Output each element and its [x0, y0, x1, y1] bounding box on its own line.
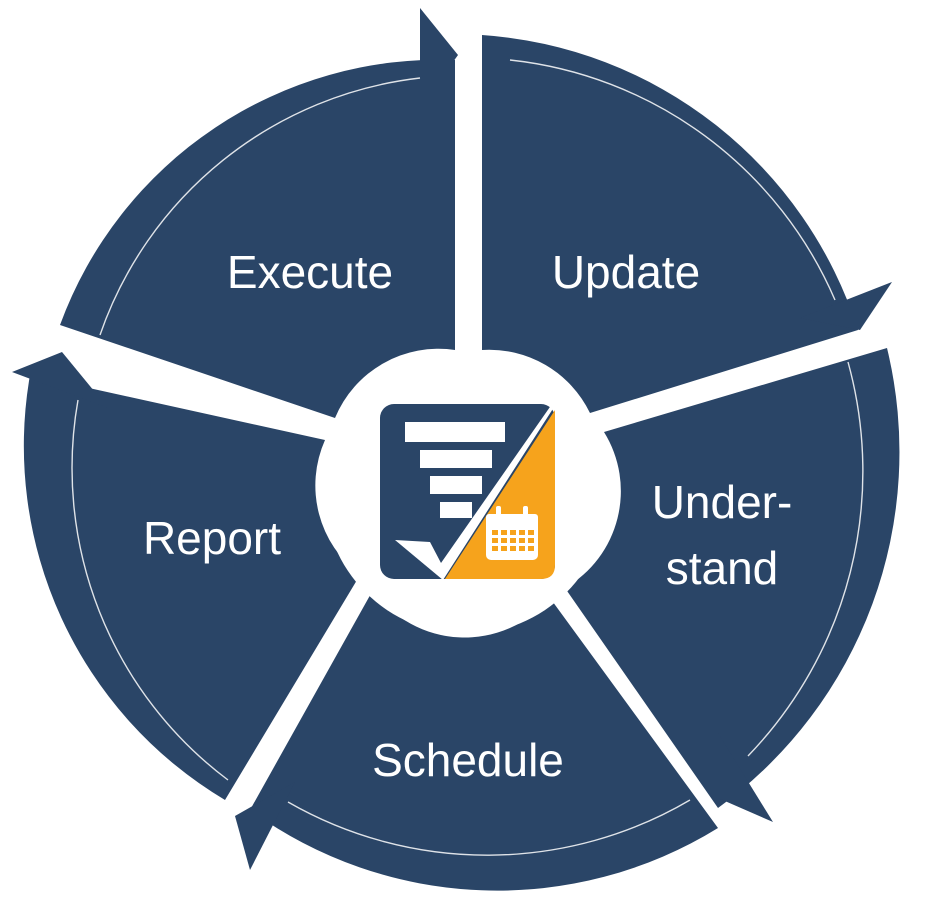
calendar-icon: [486, 506, 538, 560]
cycle-guide-lines: [71, 59, 864, 856]
report-arrowhead: [12, 352, 108, 408]
understand-arrowhead: [718, 733, 773, 822]
segment-execute: [60, 59, 455, 419]
list-bars-icon: [405, 422, 505, 518]
schedule-arrowhead: [235, 782, 295, 870]
cycle-segments: [12, 8, 900, 891]
label-schedule: Schedule: [372, 734, 564, 786]
label-execute: Execute: [227, 246, 393, 298]
label-update: Update: [552, 246, 700, 298]
center-logo: [380, 404, 556, 580]
update-arrowhead: [800, 282, 892, 330]
segment-report: [23, 375, 361, 800]
label-understand-line2: stand: [666, 542, 779, 594]
execute-arrowhead: [420, 8, 458, 108]
checkmark-icon: [395, 404, 556, 580]
segment-schedule: [250, 590, 718, 891]
label-report: Report: [143, 512, 281, 564]
label-understand-line1: Under-: [652, 476, 793, 528]
segment-understand: [565, 348, 900, 808]
segment-update: [482, 35, 858, 413]
